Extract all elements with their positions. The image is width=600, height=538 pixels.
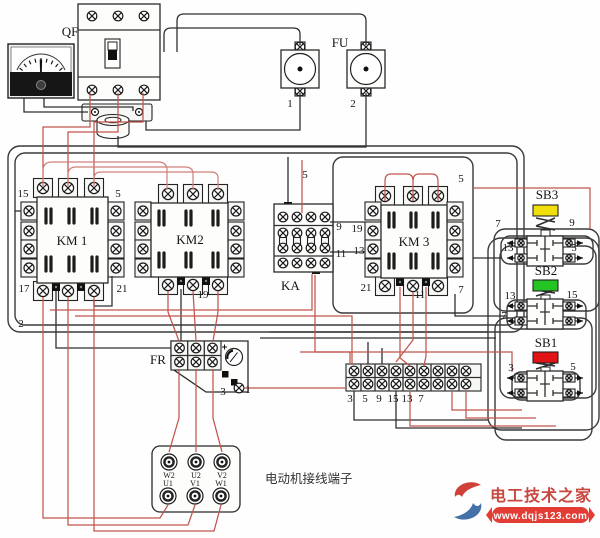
ammeter bbox=[7, 43, 75, 99]
fuse-fu1 bbox=[281, 42, 319, 96]
strip-pin-7: 7 bbox=[418, 393, 424, 405]
ka-label: KA bbox=[281, 278, 300, 293]
motor-pin-u2: U2 bbox=[191, 471, 201, 480]
km3-pin-21: 21 bbox=[361, 282, 372, 294]
fr-label: FR bbox=[150, 352, 166, 367]
thermal-relay-fr bbox=[170, 340, 249, 394]
motor-pin-w2: W2 bbox=[163, 471, 175, 480]
contactor-km1 bbox=[20, 177, 125, 302]
labels: QF FU 1 2 KM 1 15 5 17 21 2 KM2 19 KA 5 … bbox=[18, 24, 579, 488]
km3-pin-5: 5 bbox=[458, 173, 464, 185]
site-url-banner: www.dqjs123.com bbox=[486, 507, 595, 523]
control-wires bbox=[15, 13, 522, 429]
breaker-label: QF bbox=[62, 24, 79, 39]
sb2-pin-13: 13 bbox=[505, 290, 517, 302]
km1-pin-5: 5 bbox=[115, 188, 121, 200]
motor-box-caption: 电动机接线端子 bbox=[265, 471, 353, 486]
km2-pin-19: 19 bbox=[198, 289, 210, 301]
sb1-label: SB1 bbox=[535, 335, 557, 350]
sb3-label: SB3 bbox=[536, 187, 558, 202]
fuse-label: FU bbox=[332, 35, 349, 50]
ka-pin-9: 9 bbox=[336, 221, 342, 233]
fr-pin-3: 3 bbox=[220, 386, 226, 398]
fuse2-number: 2 bbox=[350, 98, 356, 110]
strip-pin-3: 3 bbox=[347, 393, 353, 405]
km1-pin-17: 17 bbox=[19, 283, 31, 295]
strip-pin-5: 5 bbox=[362, 393, 368, 405]
km3-pin-7: 7 bbox=[458, 284, 464, 296]
km2-label: KM2 bbox=[176, 232, 203, 247]
pushbutton-sb2 bbox=[507, 279, 583, 329]
km3-pin-11: 11 bbox=[415, 289, 426, 301]
fuse-fu2 bbox=[347, 42, 385, 96]
km1-pin-21: 21 bbox=[117, 283, 128, 295]
fuse1-number: 1 bbox=[287, 98, 293, 110]
strip-pin-15: 15 bbox=[388, 393, 400, 405]
km1-pin-15: 15 bbox=[18, 188, 30, 200]
km3-pin-19: 19 bbox=[352, 223, 364, 235]
contactor-km3 bbox=[364, 185, 464, 297]
power-wires bbox=[42, 93, 591, 532]
ka-pin-5: 5 bbox=[302, 169, 308, 181]
km1-label: KM 1 bbox=[57, 233, 88, 248]
fr-pin-1: 1 bbox=[245, 384, 251, 396]
motor-pin-u1: U1 bbox=[163, 479, 173, 488]
circuit-breaker-qf bbox=[77, 3, 161, 101]
strip-pin-13: 13 bbox=[402, 393, 414, 405]
sb3-pin-5: 5 bbox=[571, 242, 577, 254]
sb3-cap bbox=[532, 204, 559, 217]
km3-label: KM 3 bbox=[399, 234, 430, 249]
ka-pin-11: 11 bbox=[336, 248, 347, 260]
pushbutton-sb1 bbox=[507, 351, 583, 401]
motor-pin-v1: V1 bbox=[190, 479, 200, 488]
sb2-pin-15: 15 bbox=[567, 289, 579, 301]
site-watermark: 电工技术之家 www.dqjs123.com bbox=[454, 482, 595, 523]
terminal-strip bbox=[345, 363, 482, 392]
motor-pin-v2: V2 bbox=[217, 471, 227, 480]
sb2-cap bbox=[532, 279, 559, 292]
relay-ka bbox=[273, 202, 334, 274]
sb2-pin-7: 7 bbox=[501, 310, 507, 322]
km3-pin-13: 13 bbox=[354, 245, 366, 257]
sb1-pin-5: 5 bbox=[570, 361, 576, 373]
bus-label-2: 2 bbox=[18, 318, 24, 330]
strip-pin-9: 9 bbox=[376, 393, 382, 405]
sb3-pin-13: 13 bbox=[503, 242, 515, 254]
sb1-pin-3: 3 bbox=[508, 362, 514, 374]
sb3-pin-9: 9 bbox=[569, 217, 575, 229]
site-logo-icon bbox=[454, 482, 482, 520]
contactor-km2 bbox=[134, 183, 245, 296]
sb3-pin-7: 7 bbox=[495, 218, 501, 230]
sb2-label: SB2 bbox=[535, 263, 557, 278]
motor-pin-w1: W1 bbox=[215, 479, 227, 488]
current-transformer bbox=[81, 103, 153, 140]
site-name: 电工技术之家 bbox=[490, 486, 592, 505]
site-url: www.dqjs123.com bbox=[493, 511, 588, 522]
pushbutton-sb3 bbox=[507, 204, 583, 266]
sb1-cap bbox=[532, 351, 559, 364]
